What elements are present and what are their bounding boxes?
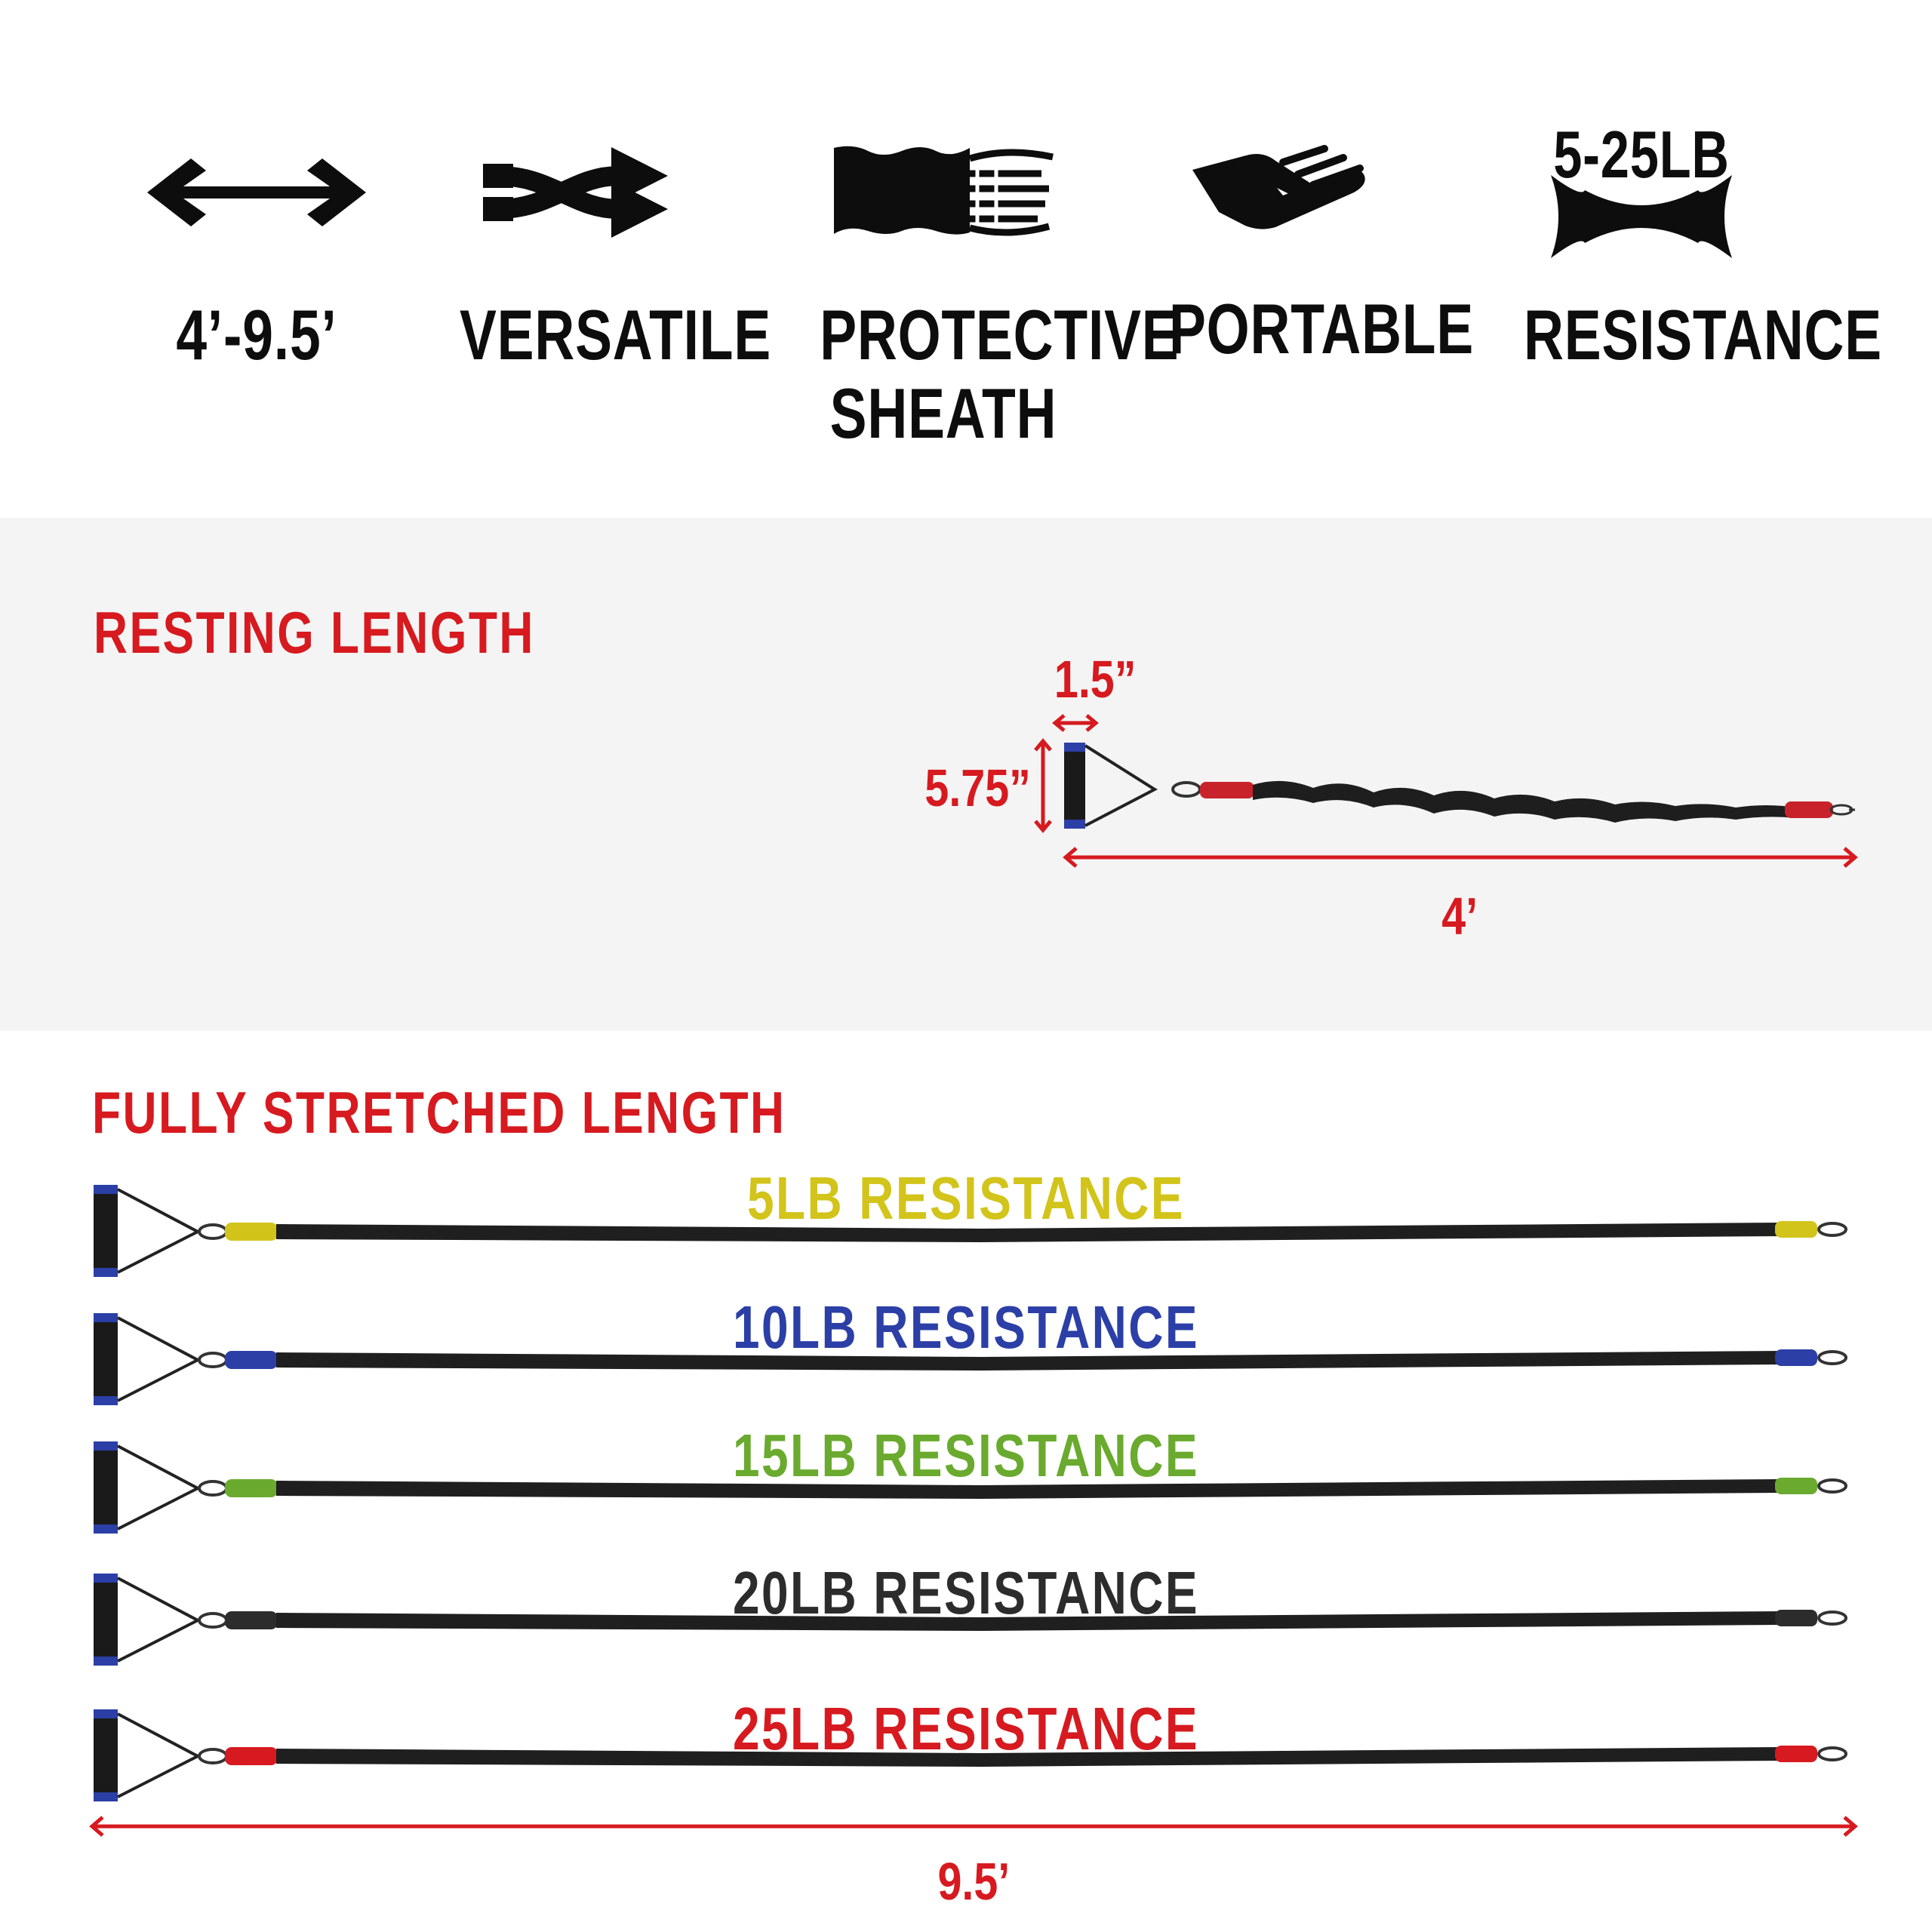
band-label-10lb: 10LB RESISTANCE <box>732 1294 1200 1361</box>
band-label-20lb: 20LB RESISTANCE <box>732 1559 1200 1626</box>
handle-width-label: 1.5” <box>1054 650 1137 709</box>
stretched-band-0 <box>94 1185 1847 1277</box>
resting-length-title: RESTING LENGTH <box>94 599 535 666</box>
resting-length-panel <box>0 518 1932 1031</box>
stretched-band-2 <box>94 1441 1847 1534</box>
feature-label-sheath: SHEATH <box>829 374 1057 453</box>
stretched-band-3 <box>94 1574 1847 1666</box>
shuffle-icon <box>483 147 668 238</box>
stretched-length-label: 9.5’ <box>937 1852 1011 1911</box>
hand-icon <box>1192 145 1365 229</box>
sheath-icon <box>834 146 1054 236</box>
band-label-5lb: 5LB RESISTANCE <box>746 1164 1186 1232</box>
stretched-length-title: FULLY STRETCHED LENGTH <box>92 1079 786 1146</box>
stretch-icon-text: 5-25LB <box>1553 117 1730 192</box>
stretched-band-1 <box>94 1313 1847 1405</box>
stretch-icon <box>1551 175 1732 258</box>
resting-handle <box>1064 743 1085 829</box>
band-label-15lb: 15LB RESISTANCE <box>732 1422 1200 1489</box>
stretched-band-4 <box>94 1709 1847 1801</box>
band-label-25lb: 25LB RESISTANCE <box>732 1695 1200 1762</box>
double-arrow-icon <box>147 158 366 226</box>
handle-height-label: 5.75” <box>924 758 1031 817</box>
resting-length-label: 4’ <box>1441 887 1478 946</box>
feature-label-length: 4’-9.5’ <box>176 295 337 374</box>
